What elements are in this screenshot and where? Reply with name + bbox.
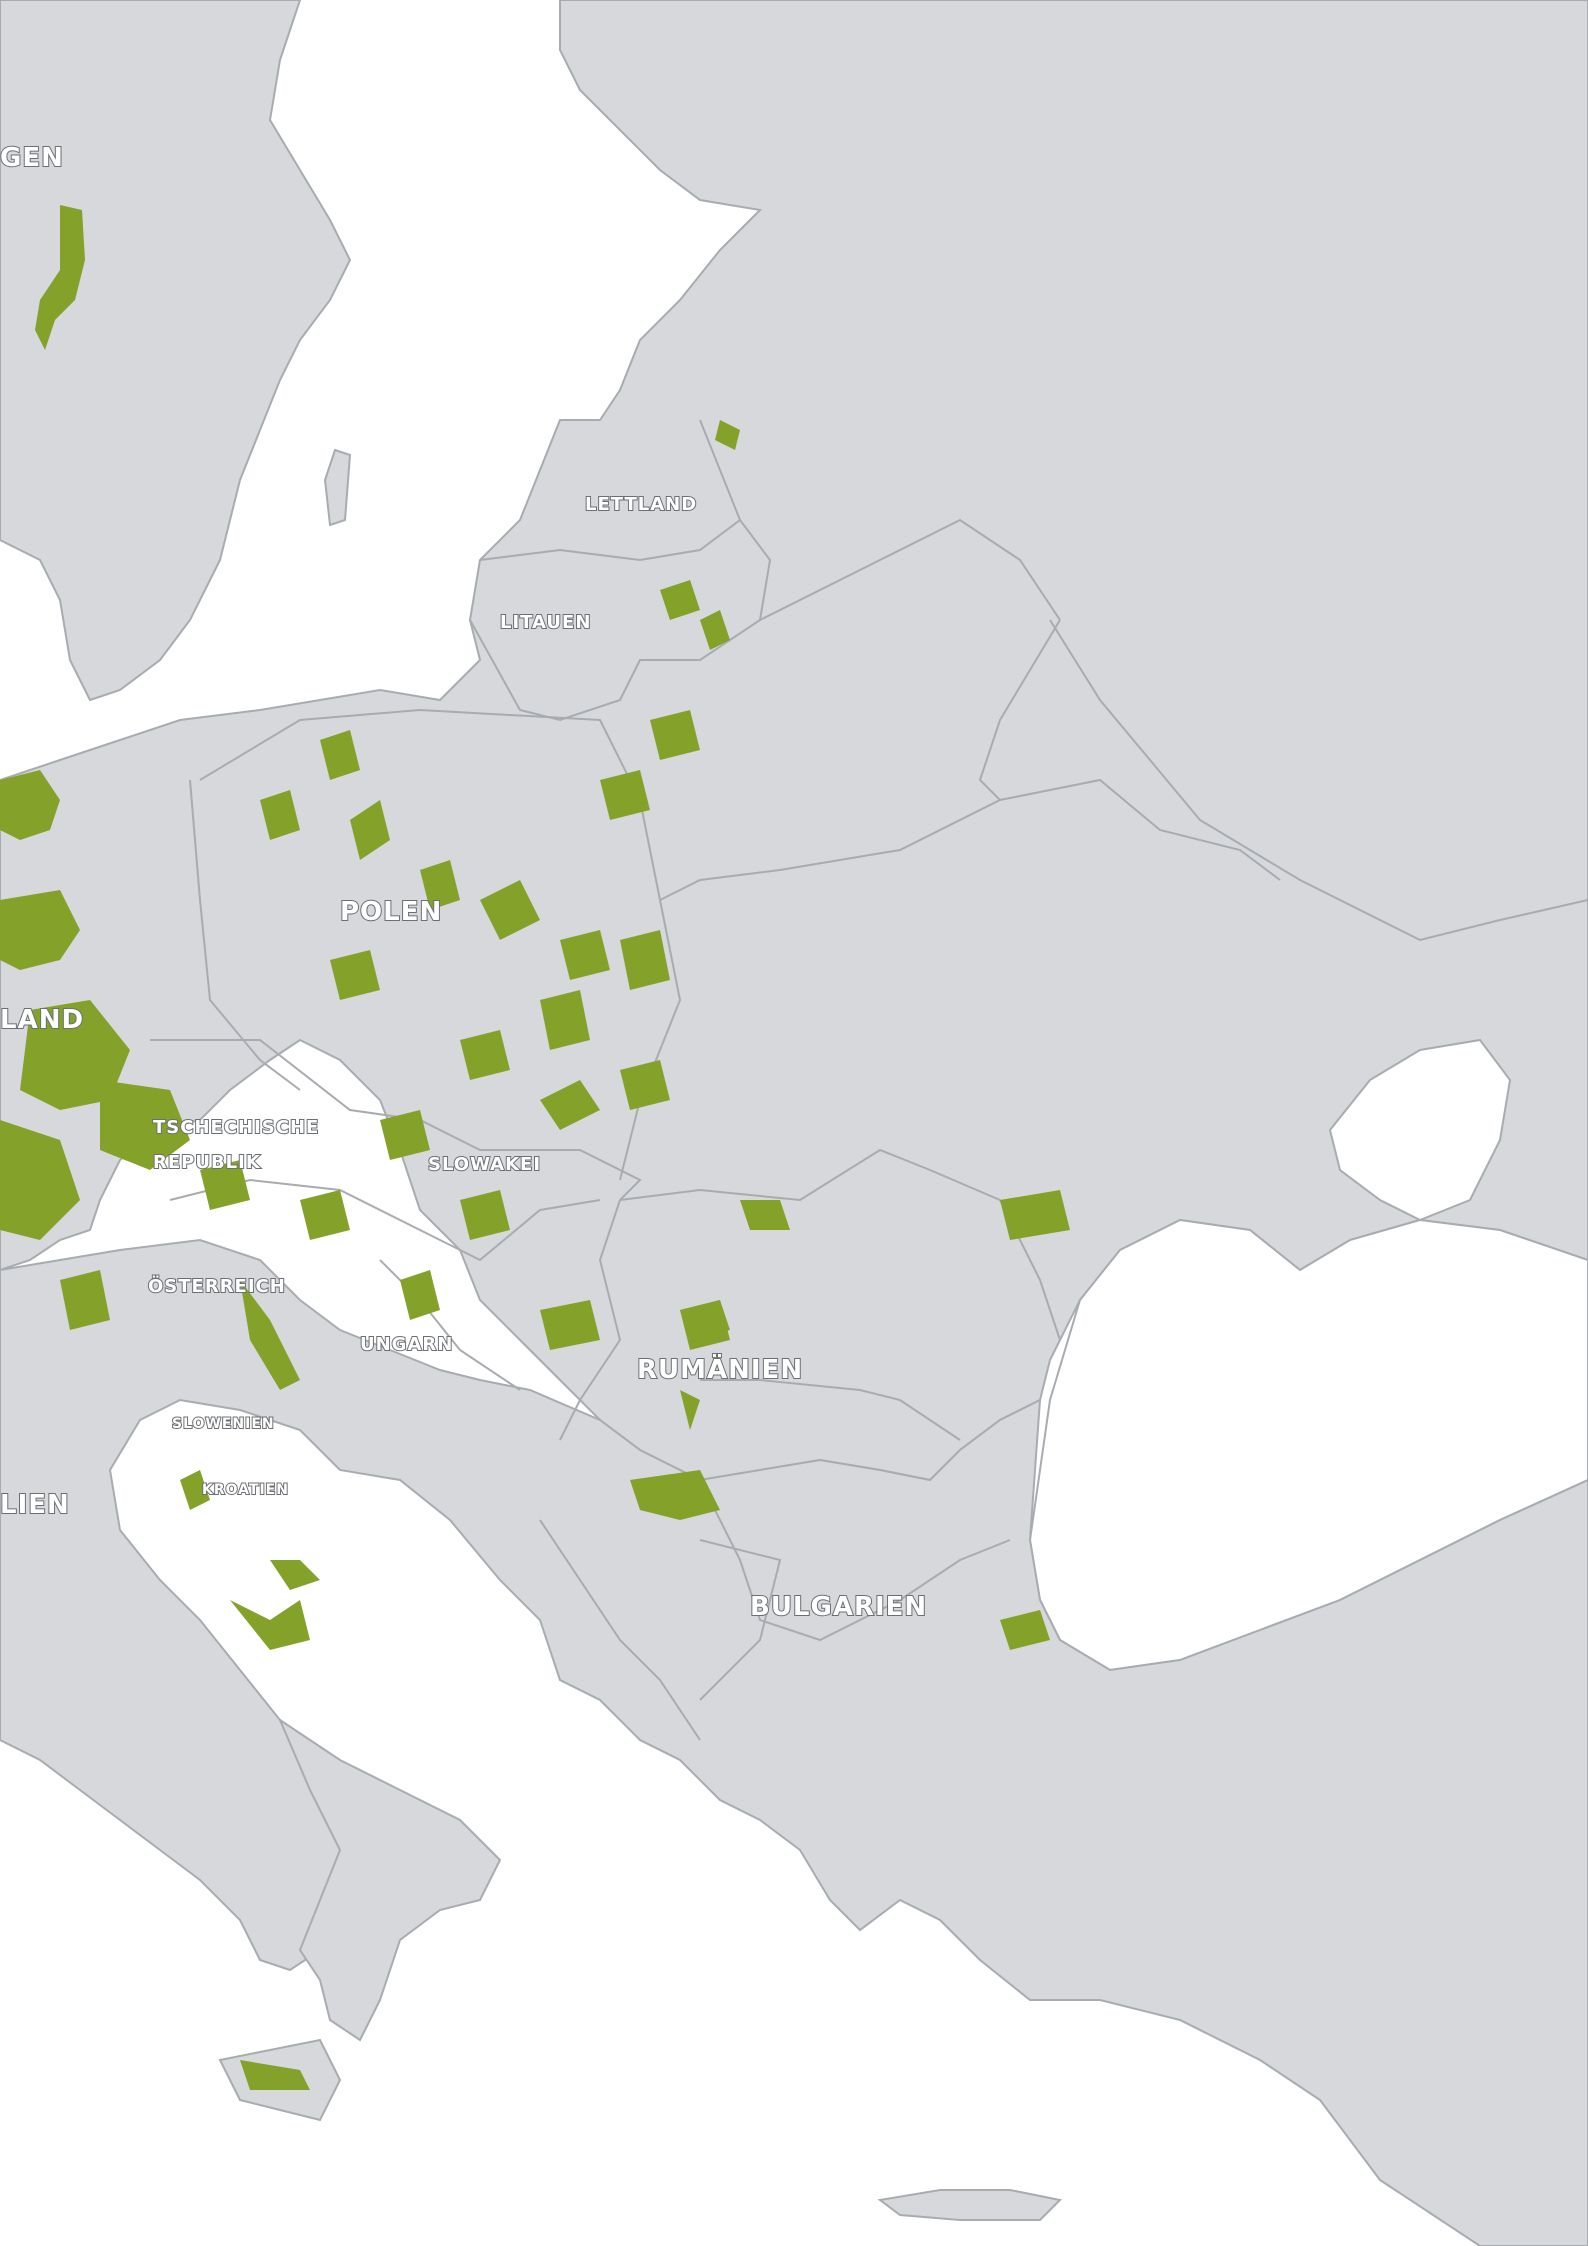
land-crete [877, 2189, 1063, 2221]
label-rumaenien: RUMÄNIEN [637, 1353, 803, 1385]
label-polen: POLEN [340, 897, 442, 927]
label-oesterreich: ÖSTERREICH [148, 1275, 286, 1297]
label-norwegen: GEN [0, 143, 64, 173]
protected-areas [0, 205, 1070, 2090]
label-ungarn: UNGARN [360, 1334, 453, 1355]
label-republik: REPUBLIK [153, 1152, 261, 1173]
label-kroatien: KROATIEN [202, 1482, 289, 1498]
land-italy-south [277, 1717, 502, 2042]
label-slowenien: SLOWENIEN [172, 1416, 275, 1432]
label-slowakei: SLOWAKEI [428, 1154, 541, 1175]
label-italien: LIEN [0, 1490, 70, 1520]
label-lettland: LETTLAND [585, 494, 697, 515]
land-gotland [323, 448, 352, 527]
label-tschechische: TSCHECHISCHE [153, 1117, 319, 1138]
water-azov [1328, 1038, 1512, 1222]
label-bulgarien: BULGARIEN [750, 1592, 927, 1622]
label-deutschland: LAND [0, 1005, 84, 1035]
country-labels: GEN LETTLAND LITAUEN POLEN LAND TSCHECHI… [0, 142, 927, 1623]
land-scandinavia [0, 0, 352, 702]
label-litauen: LITAUEN [500, 612, 591, 633]
